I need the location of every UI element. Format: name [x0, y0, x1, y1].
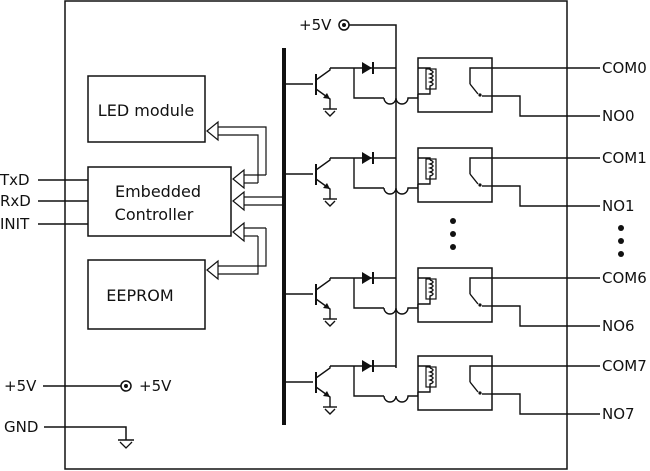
module-enclosure [64, 0, 568, 470]
bottom-supply-out-label: +5V [139, 377, 172, 395]
channel-1-switch-dot [478, 183, 482, 187]
channel-0-com-wire-inner [469, 67, 492, 84]
channel-2-no-label: NO6 [602, 317, 635, 335]
eeprom-block [87, 259, 206, 330]
channel-0-no-label: NO0 [602, 107, 635, 125]
embedded-controller-block [87, 166, 232, 237]
channel-2-coil-feed [353, 278, 384, 309]
channel-3-relay-box [417, 355, 493, 411]
channel-2-coil-frame [425, 278, 437, 300]
channel-0-switch-dot [478, 93, 482, 97]
channel-1-hop [383, 184, 419, 195]
channel-0-transistor-collector [315, 68, 331, 81]
channel-1-transistor-collector [315, 158, 331, 171]
channel-0-no-lead [492, 95, 600, 117]
channel-2-transistor-emitter [315, 298, 331, 319]
channel-2-diode [362, 272, 372, 284]
gnd-line [44, 426, 127, 440]
channel-3-emitter-arrow [323, 391, 330, 397]
channel-1-coil [418, 159, 434, 185]
channel-0-diode [362, 62, 372, 74]
channel-2-transistor-collector [315, 278, 331, 291]
channel-1-ground-mark [324, 200, 336, 207]
channel-3-coil-frame [425, 366, 437, 388]
channel-2-coil [418, 279, 434, 305]
left-signal-lines [38, 179, 90, 225]
channel-1-relay-box [417, 147, 493, 203]
supply-rail [349, 24, 397, 368]
channel-3-transistor-collector [315, 366, 331, 379]
channel-1-no-label: NO1 [602, 197, 635, 215]
channel-2-com-wire-inner [469, 277, 492, 294]
channel-ellipsis-right [618, 225, 624, 257]
channel-1-emitter-arrow [323, 183, 330, 189]
gnd-label: GND [4, 418, 38, 436]
channel-2-emitter-arrow [323, 303, 330, 309]
channel-0-relay-box [417, 57, 493, 113]
channel-3-coil-feed [353, 366, 384, 397]
signal-label-txd: TxD [0, 171, 30, 189]
channel-1-diode [362, 152, 372, 164]
channel-3-com-wire-inner [469, 365, 492, 382]
channel-0-ground-mark [324, 110, 336, 117]
gnd-symbol [118, 439, 134, 449]
channel-0-com-label: COM0 [602, 59, 647, 77]
controller-bus-arrow [232, 168, 284, 243]
channel-2-switch-arm [469, 293, 479, 305]
led-module-label: LED module [98, 101, 194, 120]
led-bus-arrow [206, 120, 267, 168]
eeprom-bus-arrow [206, 228, 267, 281]
controller-label-line1: Embedded [115, 182, 201, 201]
channel-3-coil [418, 367, 434, 393]
channel-2-ground-mark [324, 320, 336, 327]
channel-2-switch-dot [478, 303, 482, 307]
bottom-supply-in-label: +5V [4, 377, 37, 395]
channel-2-hop [383, 304, 419, 315]
eeprom-label: EEPROM [106, 286, 173, 305]
led-module-block [87, 75, 206, 143]
channel-1-switch-arm [469, 173, 479, 185]
channel-0-coil-feed [353, 68, 384, 99]
signal-label-rxd: RxD [0, 192, 31, 210]
channel-1-coil-frame [425, 158, 437, 180]
channel-1-no-lead [492, 185, 600, 207]
channel-0-coil [418, 69, 434, 95]
channel-3-diode [362, 360, 372, 372]
channel-0-switch-arm [469, 83, 479, 95]
channel-ellipsis-center [450, 218, 456, 250]
channel-3-com-label: COM7 [602, 357, 647, 375]
channel-3-ground-mark [324, 408, 336, 415]
channel-1-com-wire-inner [469, 157, 492, 174]
channel-3-no-label: NO7 [602, 405, 635, 423]
channel-0-emitter-arrow [323, 93, 330, 99]
channel-1-com-label: COM1 [602, 149, 647, 167]
channel-3-no-lead [492, 393, 600, 415]
controller-label-line2: Controller [115, 205, 194, 224]
signal-label-init: INIT [0, 215, 30, 233]
channel-2-no-lead [492, 305, 600, 327]
channel-2-relay-box [417, 267, 493, 323]
top-supply-label: +5V [299, 16, 332, 34]
channel-3-switch-dot [478, 391, 482, 395]
channel-3-hop [383, 392, 419, 403]
channel-0-hop [383, 94, 419, 105]
channel-0-transistor-emitter [315, 88, 331, 109]
channel-3-switch-arm [469, 381, 479, 393]
channel-0-coil-frame [425, 68, 437, 90]
channel-3-transistor-emitter [315, 386, 331, 407]
channel-1-coil-feed [353, 158, 384, 189]
channel-2-com-label: COM6 [602, 269, 647, 287]
channel-1-transistor-emitter [315, 178, 331, 199]
